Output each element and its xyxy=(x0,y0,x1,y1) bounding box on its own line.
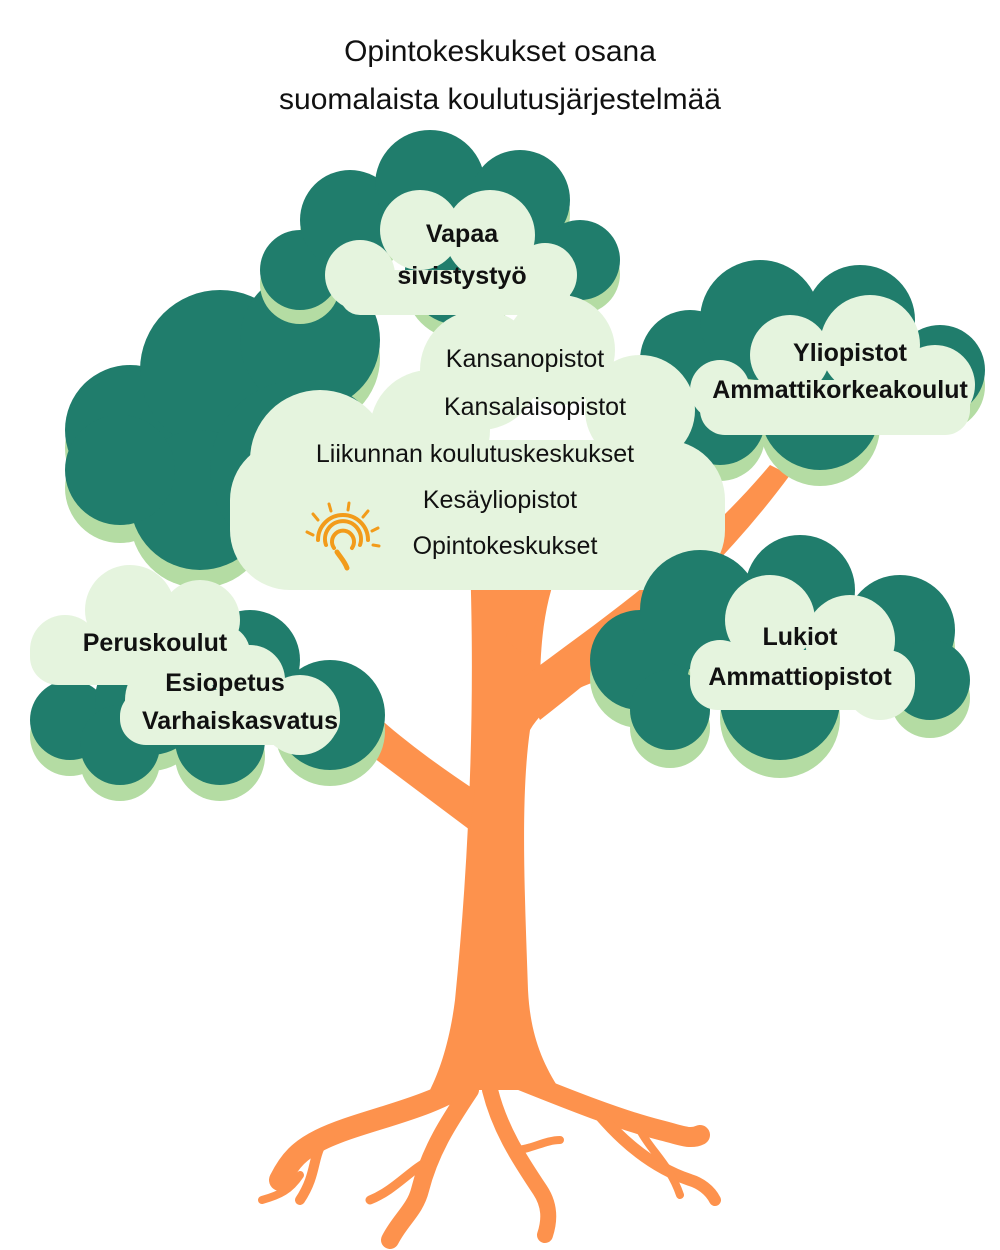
center-item-kesayliopistot: Kesäyliopistot xyxy=(422,486,578,514)
yliopistot-line-2: Ammattikorkeakoulut xyxy=(712,376,968,404)
peruskoulut-line-1: Peruskoulut xyxy=(82,629,228,657)
vapaa-line-1: Vapaa xyxy=(425,220,499,248)
tree-roots xyxy=(258,1069,721,1249)
lukiot-line-1: Lukiot xyxy=(762,623,838,651)
yliopistot-line-1: Yliopistot xyxy=(793,339,907,367)
tree-branch-inner xyxy=(505,570,560,655)
cloud-top-back xyxy=(260,130,620,339)
center-item-liikunnan: Liikunnan koulutuskeskukset xyxy=(315,440,635,468)
center-item-kansanopistot: Kansanopistot xyxy=(445,345,605,373)
title-line-2: suomalaista koulutusjärjestelmää xyxy=(279,83,721,116)
center-item-kansalaisopistot: Kansalaisopistot xyxy=(443,393,627,421)
cloud-right-top xyxy=(640,260,985,486)
cloud-right-bottom xyxy=(590,535,970,778)
cloud-left-bottom xyxy=(30,565,385,801)
title-line-1: Opintokeskukset osana xyxy=(344,35,656,68)
cloud-center xyxy=(230,295,725,590)
sun-fern-logo-icon xyxy=(305,501,381,571)
peruskoulut-line-3: Varhaiskasvatus xyxy=(142,707,338,735)
peruskoulut-line-2: Esiopetus xyxy=(165,669,285,697)
vapaa-line-2: sivistystyö xyxy=(397,262,527,290)
center-item-opintokeskukset: Opintokeskukset xyxy=(412,532,598,560)
lukiot-line-2: Ammattiopistot xyxy=(708,663,892,691)
